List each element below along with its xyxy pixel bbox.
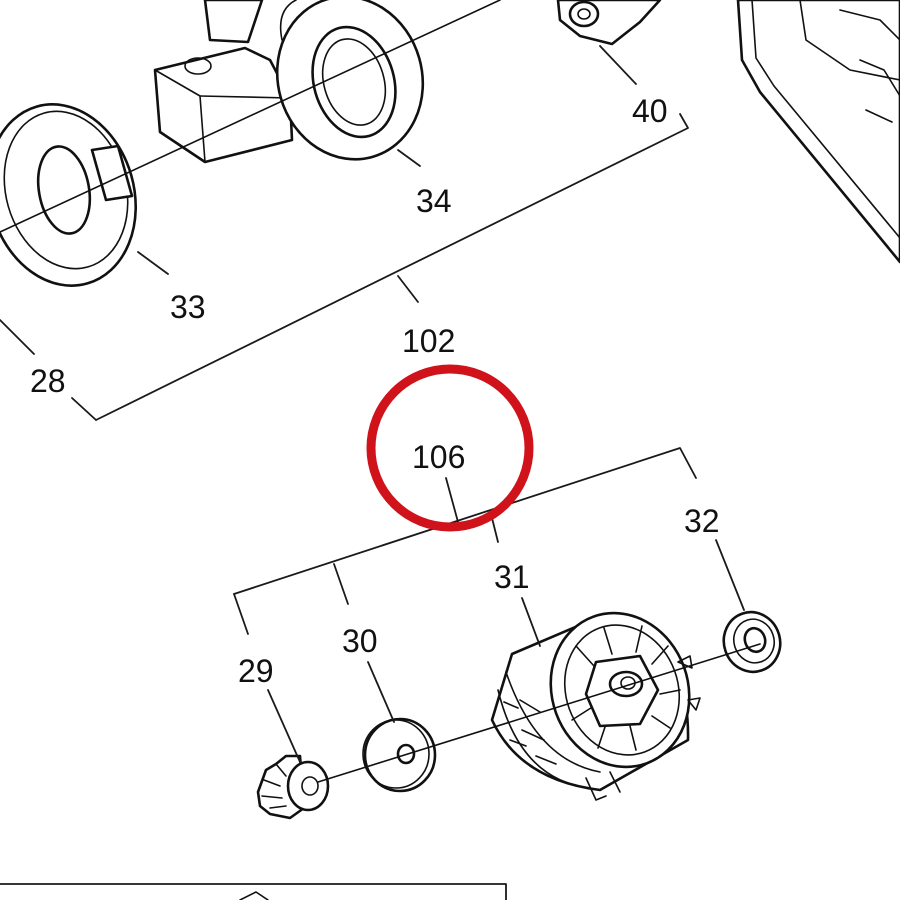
pinion-gear-icon xyxy=(256,754,330,820)
side-frame-icon xyxy=(736,0,900,264)
callout-30: 30 xyxy=(342,623,378,659)
callout-34: 34 xyxy=(416,183,452,219)
thrust-washer-icon xyxy=(0,103,138,287)
ball-bearing-icon xyxy=(722,610,782,674)
callout-106: 106 xyxy=(412,439,465,475)
leader-lines xyxy=(0,45,745,763)
spacer-disc-icon xyxy=(362,717,437,793)
highlight-circle xyxy=(366,364,534,532)
lower-axis-line xyxy=(317,643,761,783)
bracket-icon xyxy=(556,0,662,46)
top-axis-line xyxy=(0,0,501,233)
callout-102: 102 xyxy=(402,323,455,359)
bottom-part-fragment xyxy=(239,891,269,900)
gear-housing-icon xyxy=(153,0,425,164)
callout-40: 40 xyxy=(632,93,668,129)
callout-29: 29 xyxy=(238,653,274,689)
callout-28: 28 xyxy=(30,363,66,399)
callout-31: 31 xyxy=(494,559,530,595)
motor-icon xyxy=(490,611,701,801)
callout-32: 32 xyxy=(684,503,720,539)
bottom-table-edge xyxy=(0,883,507,900)
callout-33: 33 xyxy=(170,289,206,325)
